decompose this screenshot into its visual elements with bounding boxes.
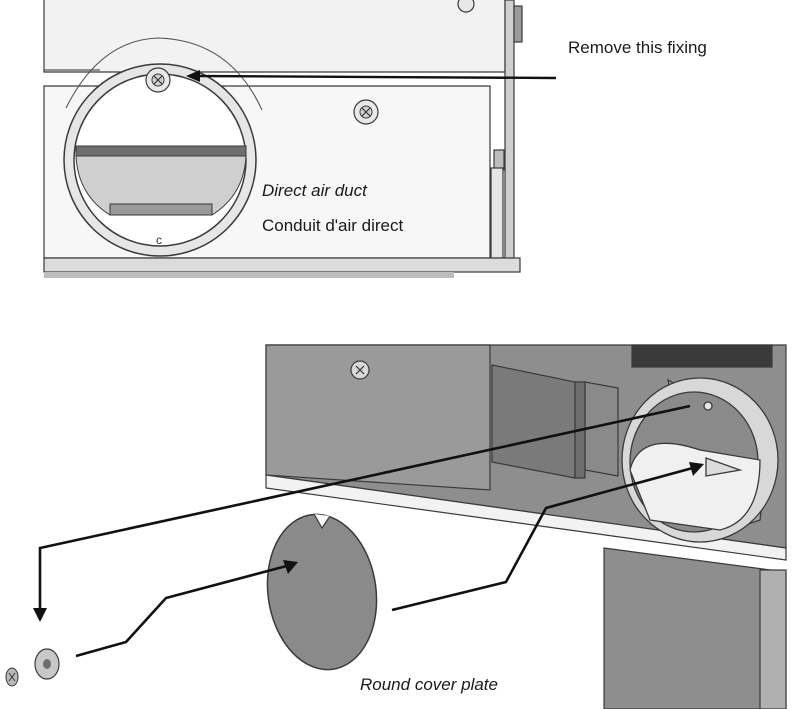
cover-plate-notch bbox=[313, 513, 331, 530]
label-direct-air-duct: Direct air duct bbox=[262, 181, 367, 200]
housing-knob-top bbox=[457, 0, 475, 13]
fixing-screw-target bbox=[145, 67, 171, 93]
support-leg bbox=[603, 547, 787, 709]
arrow-fixing-to-washer bbox=[33, 404, 691, 622]
duct-collar bbox=[65, 37, 263, 111]
duct-damper bbox=[75, 145, 247, 157]
front-ledge bbox=[265, 474, 787, 561]
arrow-remove-fixing bbox=[186, 70, 557, 82]
duct-notch-glyph: c bbox=[156, 233, 162, 247]
duct-spigot bbox=[621, 377, 779, 543]
label-round-cover-plate: Round cover plate bbox=[360, 675, 498, 694]
round-cover-plate bbox=[266, 513, 378, 671]
washer bbox=[34, 648, 60, 680]
leader-washer-to-plate bbox=[75, 560, 298, 658]
fixing-screw bbox=[5, 667, 19, 687]
upper-housing bbox=[43, 0, 506, 73]
panel-screw bbox=[353, 99, 379, 125]
label-remove-fixing: Remove this fixing bbox=[568, 38, 707, 57]
leader-plate-to-spigot bbox=[391, 462, 704, 612]
direct-air-duct: c bbox=[63, 63, 257, 257]
housing-side-strip bbox=[504, 0, 515, 259]
top-vent-strip bbox=[631, 344, 773, 368]
label-conduit-air-direct: Conduit d'air direct bbox=[262, 216, 404, 235]
inner-recess-left bbox=[491, 364, 576, 479]
bottom-rail bbox=[43, 257, 521, 273]
